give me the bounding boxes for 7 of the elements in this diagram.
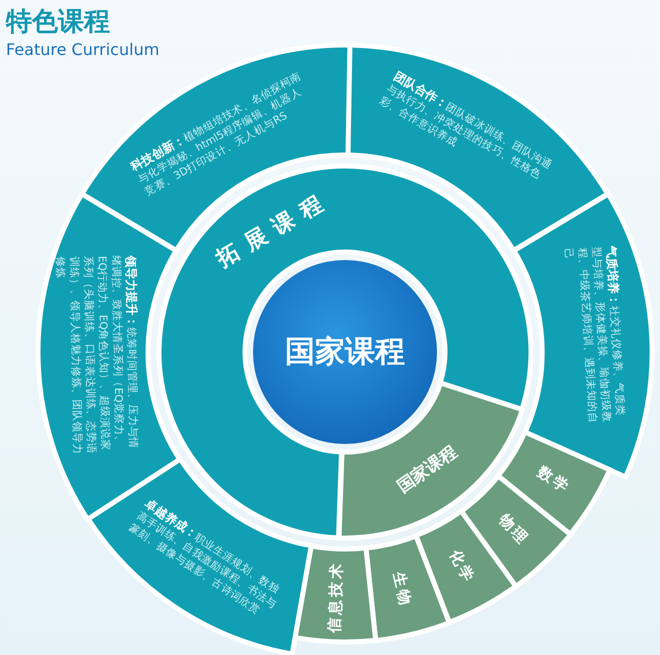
center-circle [253,260,437,444]
page-title: 特色课程 [6,6,110,39]
segment-label: 信息技术 [326,560,348,634]
segment-label: 拓展课程 [212,186,337,274]
description-text: 团队合作：团队破冰训练、团队沟通与执行力、冲突处理的技巧、性格色彩、合作意识养成 [376,69,556,184]
subtitle: Feature Curriculum [6,40,160,59]
center-label: 国家课程 [285,334,405,372]
